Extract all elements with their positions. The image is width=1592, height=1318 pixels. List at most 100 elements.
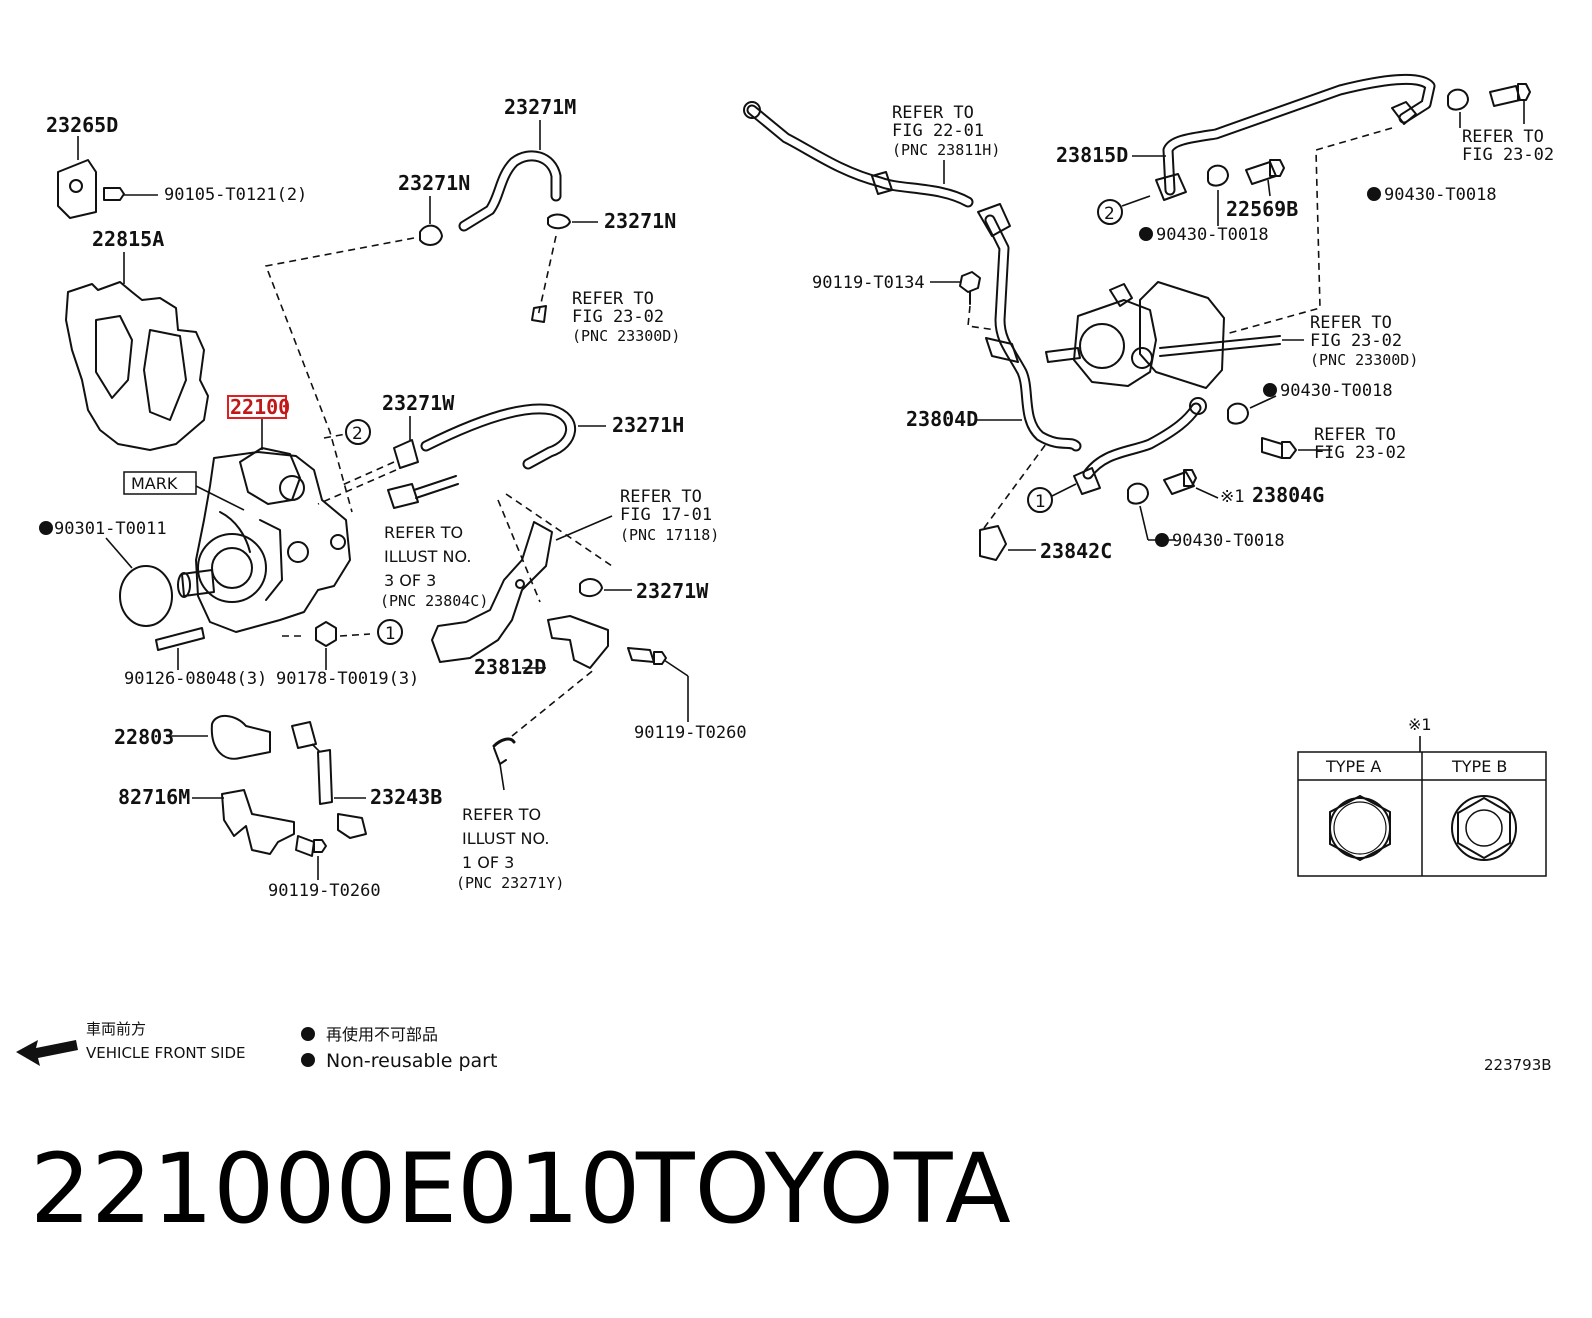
callout-circle-2-text: 2 [352,424,363,444]
refer-r3-line3: (PNC 17118) [620,526,719,544]
label-90119-T0134: 90119-T0134 [812,273,925,293]
bracket-82716M-drawing [192,789,295,855]
refer-note-r7: REFER TO FIG 23-02 (PNC 23300D) [1310,313,1418,369]
refer-r5-line1: REFER TO [892,103,974,123]
stud-bolt-drawing [155,627,205,670]
label-23804D: 23804D [906,407,978,431]
refer-r1-line3: (PNC 23300D) [572,327,680,345]
bolt-kome1-drawing [1163,469,1219,499]
callout-circle-2-left: 2 [323,419,371,445]
type-a-hex-icon [1329,794,1391,862]
label-90301-text: 90301-T0011 [54,519,167,539]
o-ring-drawing [105,537,173,627]
bracket-23265D-drawing [57,136,158,219]
mark-label: MARK [123,471,245,511]
refer-note-r8: REFER TO FIG 23-02 [1314,425,1406,463]
vacuum-pump-drawing [1045,281,1304,389]
sensor-boot-22803-drawing [170,715,271,760]
vehicle-front-jp: 車両前方 [86,1020,146,1038]
refer-r5-line2: FIG 22-01 [892,121,984,141]
label-23271M: 23271M [504,95,576,119]
label-90430-b-text: 90430-T0018 [1384,185,1497,205]
refer-r1-line1: REFER TO [572,289,654,309]
callout-circle-2-right: 2 [1097,195,1151,225]
label-23804G: 23804G [1252,483,1324,507]
label-23265D: 23265D [46,113,118,137]
refer-r7-line1: REFER TO [1310,313,1392,333]
callout-circle-2-right-text: 2 [1104,204,1115,224]
footer-brand: TOYOTA [635,1133,1011,1245]
refer-r2-line3: 3 OF 3 [384,571,436,590]
refer-note-r3: REFER TO FIG 17-01 (PNC 17118) [620,487,719,544]
refer-r6-line2: FIG 23-02 [1462,145,1554,165]
clip-23271W-drawing [579,578,632,598]
bracket-23812D-drawing [431,493,613,669]
refer-r4-line2: ILLUST NO. [462,829,549,848]
callout-circle-1-left: 1 [377,619,403,645]
callout-circle-1-text: 1 [385,624,396,644]
label-90430-c-text: 90430-T0018 [1280,381,1393,401]
label-22803: 22803 [114,725,174,749]
callout-circle-1-right: 1 [1027,483,1077,513]
refer-note-r6: REFER TO FIG 23-02 [1462,127,1554,165]
label-kome1-bolt: ※1 [1220,487,1244,507]
gasket-90430-d-drawing [1127,482,1176,541]
label-90126: 90126-08048(3) [124,669,267,689]
hose-23271M-drawing [458,120,562,232]
bolt-90119-a-drawing [627,647,689,722]
type-table: ※1 TYPE A TYPE B [1297,715,1547,877]
refer-r2-line2: ILLUST NO. [384,547,471,566]
refer-r4-line4: (PNC 23271Y) [456,874,564,892]
hose-end-drawing [492,667,597,791]
non-reusable-jp: 再使用不可部品 [326,1025,438,1044]
pipe-23804D-drawing [743,101,1082,452]
highlighted-part-22100[interactable]: 22100 [227,395,290,419]
refer-note-r5: REFER TO FIG 22-01 (PNC 23811H) [892,103,1000,159]
label-22100: 22100 [230,395,290,419]
non-reusable-legend: 再使用不可部品 Non-reusable part [301,1025,497,1072]
pump-22100-drawing [177,418,351,633]
label-23842C: 23842C [1040,539,1112,563]
refer-r5-line3: (PNC 23811H) [892,141,1000,159]
gasket-90430-c-drawing [1227,395,1277,425]
vehicle-front-en: VEHICLE FRONT SIDE [86,1044,246,1062]
hose-23271H-drawing [420,403,606,470]
type-a-header: TYPE A [1325,757,1381,776]
label-90430-d-text: 90430-T0018 [1172,531,1285,551]
bolt-top-right-drawing [1489,83,1531,124]
figure-id: 223793B [1484,1056,1552,1074]
label-22569B: 22569B [1226,197,1298,221]
refer-r3-line1: REFER TO [620,487,702,507]
refer-note-r1: REFER TO FIG 23-02 (PNC 23300D) [572,289,680,345]
refer-r8-line2: FIG 23-02 [1314,443,1406,463]
type-table-marker: ※1 [1408,715,1432,734]
refer-r4-line3: 1 OF 3 [462,853,514,872]
pipe-23815D-drawing [1132,73,1436,335]
refer-r2-line4: (PNC 23804C) [380,592,488,610]
label-90430-c: 90430-T0018 [1263,381,1393,401]
arrow-left-icon [16,1040,78,1066]
gasket-90430-a-drawing [1207,164,1229,226]
label-90430-a-text: 90430-T0018 [1156,225,1269,245]
label-23243B: 23243B [370,785,442,809]
label-90119-T0260-a: 90119-T0260 [634,723,747,743]
label-23271H: 23271H [612,413,684,437]
gasket-90430-b-drawing [1447,88,1469,128]
label-90105-text: 90105-T0121(2) [164,185,307,205]
refer-r6-line1: REFER TO [1462,127,1544,147]
label-90301: 90301-T0011 [39,519,167,539]
dashed-guide [537,235,557,317]
bolt-90119-T0134-drawing [930,271,997,331]
sensor-23243B-drawing [291,721,367,839]
type-b-hex-icon [1451,795,1517,861]
refer-r1-line2: FIG 23-02 [572,307,664,327]
clip-23271N-drawing [419,196,598,246]
footer-part-number: 221000E010 [30,1133,640,1245]
refer-r8-line1: REFER TO [1314,425,1396,445]
label-23271W-b: 23271W [636,579,709,603]
label-23812D: 23812D [474,655,546,679]
label-82716M: 82716M [118,785,190,809]
mark-text: MARK [131,474,178,493]
hose-23271W-drawing [317,416,419,505]
